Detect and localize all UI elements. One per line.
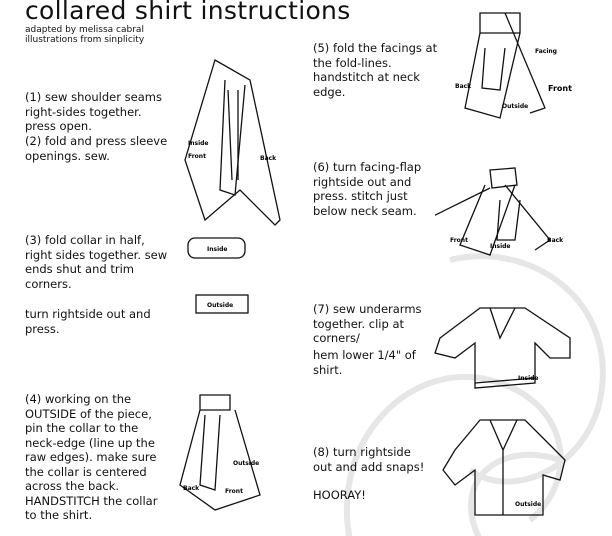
step-8b: HOORAY! (313, 488, 366, 502)
label-outside: Outside (515, 501, 541, 508)
illustration-fold-facings: Facing Back Front Outside (455, 12, 572, 119)
credit-illustrations: illustrations from sinplicity (25, 35, 145, 45)
credit-author: adapted by melissa cabral (25, 25, 144, 35)
label-back: Back (260, 155, 277, 162)
illustration-finished-shirt: Outside (442, 419, 566, 516)
illustration-collar-outside: Outside (195, 294, 249, 314)
decorative-swirl (343, 253, 606, 536)
step-7b: hem lower 1/4" of shirt. (313, 348, 416, 377)
label-inside: Inside (490, 243, 511, 250)
step-6: (6) turn facing-flap rightside out and p… (313, 160, 422, 218)
step-4: (4) working on the OUTSIDE of the piece,… (25, 392, 158, 522)
step-7: (7) sew underarms together. clip at corn… (313, 302, 422, 345)
illustration-attach-collar: Outside Back Front (179, 394, 261, 511)
label-inside: Inside (207, 246, 228, 253)
label-inside: Inside (188, 140, 209, 147)
step-3b: turn rightside out and press. (25, 307, 151, 336)
illustration-shoulder-seams: Inside Front Back (184, 59, 281, 226)
step-1: (1) sew shoulder seams right-sides toget… (25, 90, 162, 133)
page-title: collared shirt instructions (25, 0, 351, 25)
step-5: (5) fold the facings at the fold-lines. … (313, 41, 438, 99)
illustration-collar-inside: Inside (187, 237, 246, 259)
label-outside: Outside (207, 302, 233, 309)
label-back: Back (455, 83, 472, 90)
label-front: Front (450, 237, 468, 244)
label-back: Back (547, 237, 564, 244)
step-8: (8) turn rightside out and add snaps! (313, 445, 425, 474)
step-3: (3) fold collar in half, right sides tog… (25, 233, 168, 291)
illustration-underarms: Inside (434, 307, 571, 389)
label-inside: Inside (518, 375, 539, 382)
illustration-facing-flap: Front Inside Back (435, 167, 564, 256)
label-outside: Outside (233, 460, 259, 467)
label-front: Front (548, 84, 572, 93)
label-back: Back (183, 485, 200, 492)
label-outside: Outside (502, 103, 528, 110)
step-2: (2) fold and press sleeve openings. sew. (25, 134, 168, 163)
label-front: Front (188, 153, 206, 160)
label-facing: Facing (535, 48, 557, 55)
label-front: Front (225, 488, 243, 495)
